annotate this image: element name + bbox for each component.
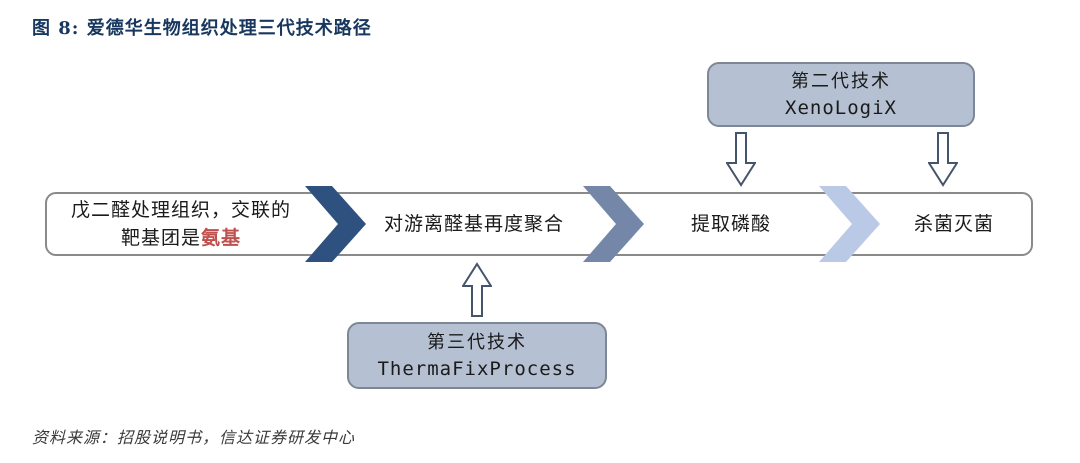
up-arrow-icon: [462, 262, 492, 317]
chevron-separator-icon: [305, 186, 366, 262]
gen3-tech-name: ThermaFixProcess: [377, 357, 577, 380]
step-label-1: 戊二醛处理组织，交联的 靶基团是氨基: [55, 192, 307, 256]
gen2-label: 第二代技术: [791, 70, 891, 92]
step-label-4: 杀菌灭菌: [913, 213, 994, 235]
down-arrow-icon: [928, 132, 958, 187]
down-arrow-icon: [726, 132, 756, 187]
chevron-separator-icon: [583, 186, 644, 262]
chevron-separator-icon: [819, 186, 880, 262]
step-1-line-2: 靶基团是氨基: [120, 227, 242, 249]
step-label-3: 提取磷酸: [690, 213, 771, 235]
source-note: 资料来源：招股说明书，信达证券研发中心: [32, 428, 356, 447]
figure-title: 图 8: 爱德华生物组织处理三代技术路径: [32, 18, 372, 39]
step-label-2: 对游离醛基再度聚合: [383, 213, 564, 235]
gen3-label: 第三代技术: [427, 331, 527, 353]
gen2-tech-name: XenoLogiX: [785, 96, 897, 119]
gen2-callout-box: 第二代技术 XenoLogiX: [707, 62, 975, 127]
step-1-line-1: 戊二醛处理组织，交联的: [70, 199, 291, 221]
gen3-callout-box: 第三代技术 ThermaFixProcess: [347, 322, 607, 389]
highlighted-term: 氨基: [201, 227, 242, 249]
